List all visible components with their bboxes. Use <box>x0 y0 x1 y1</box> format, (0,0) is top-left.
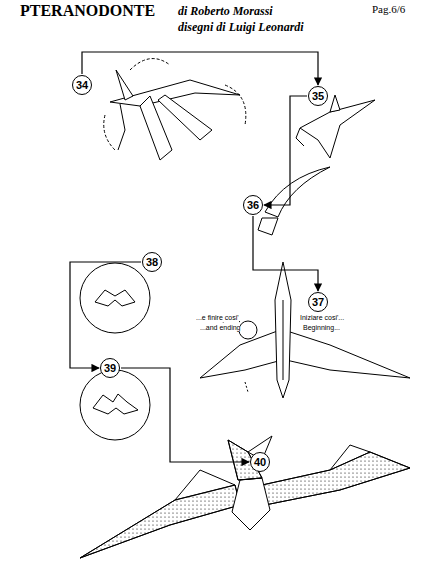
page-title: PTERANODONTE <box>20 2 155 20</box>
step-arrow <box>70 262 141 368</box>
step-number-text: 39 <box>104 363 116 374</box>
step-number-text: 38 <box>146 257 158 268</box>
author-credit: di Roberto Morassi <box>178 5 273 18</box>
step-38-detail <box>80 263 150 333</box>
step-number-text: 34 <box>76 80 88 91</box>
step-number: 40 <box>250 452 270 472</box>
step-number-text: 37 <box>312 297 324 308</box>
step-number: 38 <box>142 252 162 272</box>
drawing-credit: disegni di Luigi Leonardi <box>178 21 304 34</box>
step-arrow <box>264 96 307 205</box>
step-number-text: 36 <box>247 200 259 211</box>
step-number: 34 <box>72 75 92 95</box>
step-34-figure <box>104 59 246 160</box>
step-number-text: 35 <box>312 91 324 102</box>
step-39-detail <box>80 370 150 440</box>
step-number: 37 <box>308 292 328 312</box>
page-number: Pag.6/6 <box>372 3 405 15</box>
step-number: 39 <box>100 358 120 378</box>
step-number: 35 <box>308 86 328 106</box>
note-text: Iniziare cosi'... <box>300 314 344 322</box>
step-37-figure <box>200 262 410 398</box>
note-text: Beginning... <box>303 324 340 332</box>
step-number-text: 40 <box>254 457 266 468</box>
note-text: ...and ending <box>200 324 240 332</box>
step-arrow <box>253 216 318 291</box>
step-number: 36 <box>243 195 263 215</box>
step-35-figure <box>296 95 375 158</box>
step-40-figure <box>80 436 410 558</box>
step-36-figure <box>258 167 330 235</box>
note-text: ...e finire cosi' <box>196 314 239 322</box>
step-arrow <box>82 52 318 85</box>
step-arrow <box>121 368 249 462</box>
